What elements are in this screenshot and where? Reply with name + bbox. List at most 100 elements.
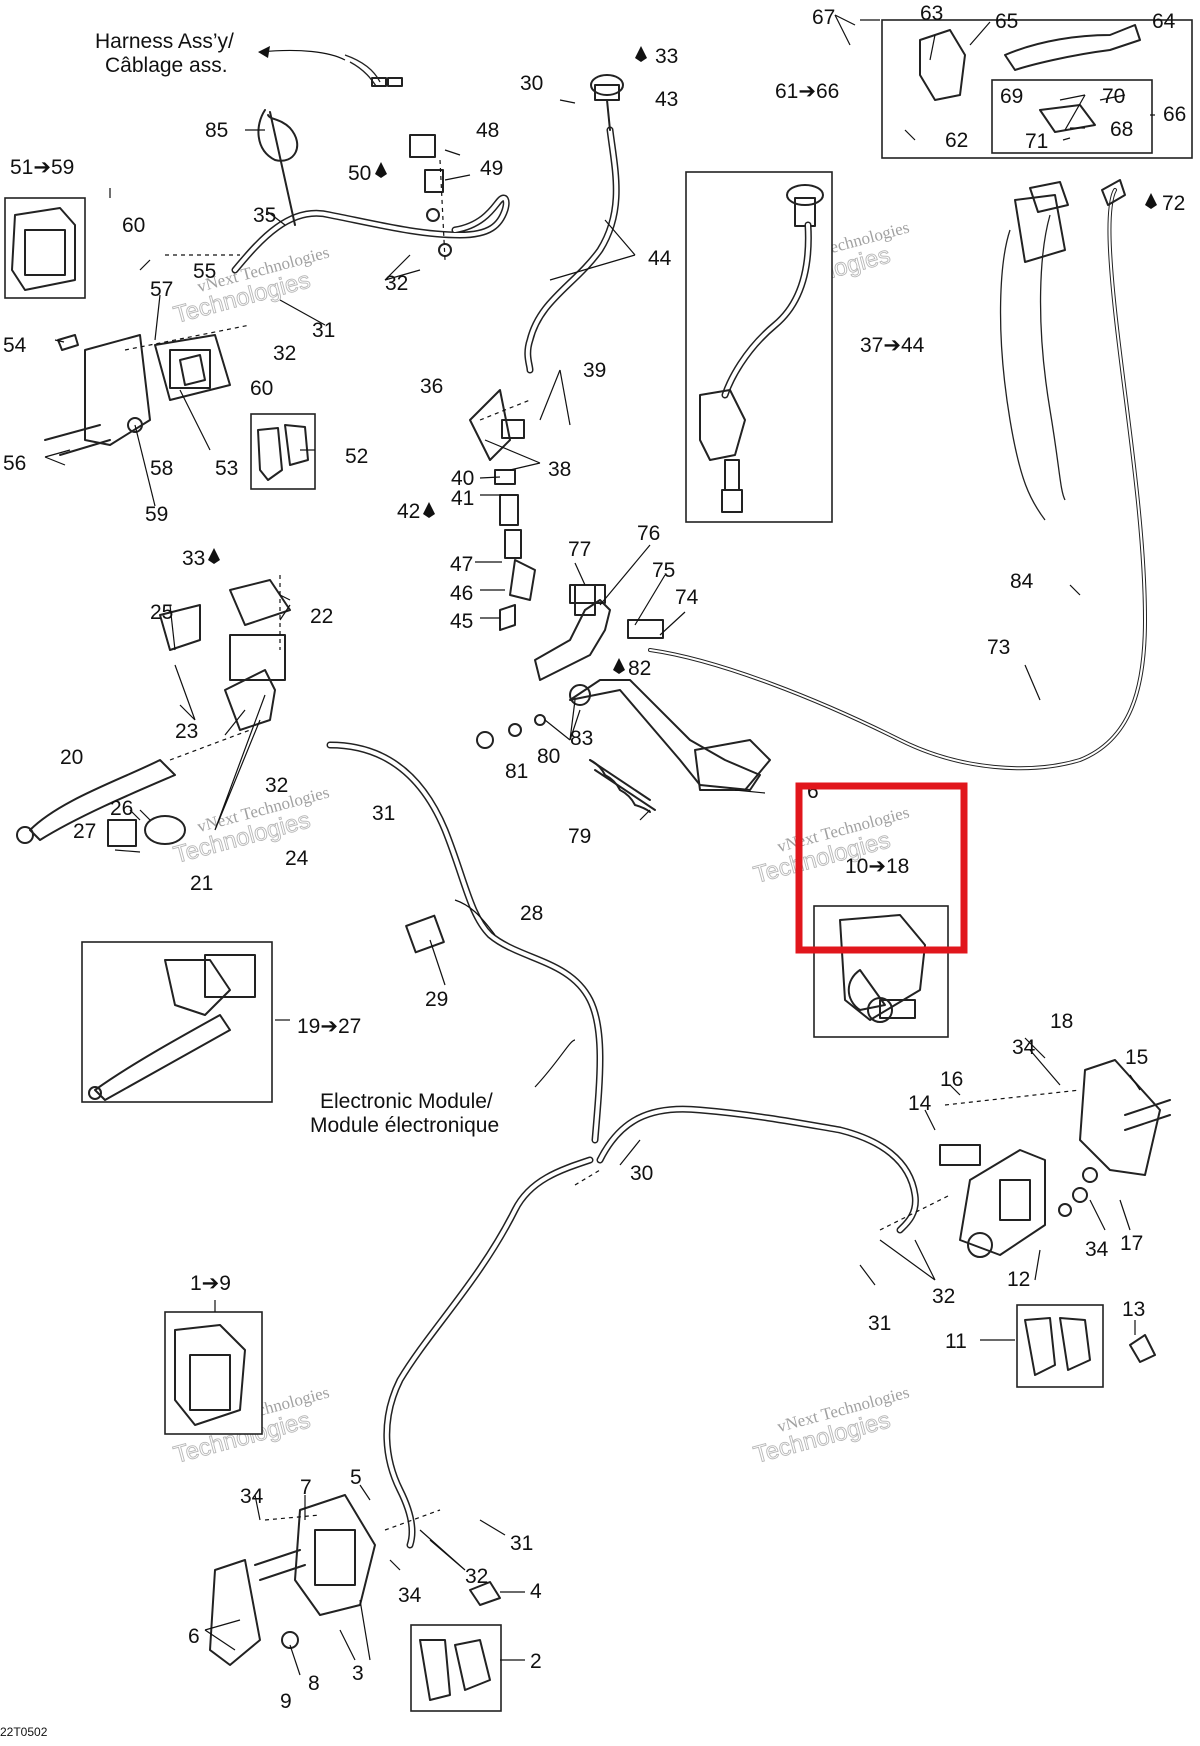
label-35: 35: [253, 204, 276, 227]
label-39: 39: [583, 359, 606, 382]
label-80: 80: [537, 745, 560, 768]
label-23: 23: [175, 720, 198, 743]
label-58: 58: [150, 457, 173, 480]
label-57: 57: [150, 278, 173, 301]
label-15: 15: [1125, 1046, 1148, 1069]
label-72: 72: [1162, 192, 1185, 215]
label-14: 14: [908, 1092, 932, 1115]
label-31-right: 31: [868, 1312, 891, 1335]
label-33-top: 33: [655, 45, 678, 68]
components: [4, 19, 1193, 1712]
label-22: 22: [310, 605, 333, 628]
label-25: 25: [150, 601, 173, 624]
label-75: 75: [652, 559, 675, 582]
label-30-lower: 30: [630, 1162, 653, 1185]
label-52: 52: [345, 445, 368, 468]
label-79: 79: [568, 825, 591, 848]
label-29: 29: [425, 988, 448, 1011]
label-20: 20: [60, 746, 83, 769]
label-56: 56: [3, 452, 26, 475]
label-30-top: 30: [520, 72, 543, 95]
label-40: 40: [451, 467, 474, 490]
label-10-18: 10➔18: [845, 855, 909, 878]
label-59: 59: [145, 503, 168, 526]
part-labels: 1➔9 2 3 4 5 6 7 8 9 10➔18 11 12 13 14 15…: [3, 2, 1186, 1713]
label-70: 70: [1102, 85, 1125, 108]
label-32-d: 32: [932, 1285, 955, 1308]
label-66: 66: [1163, 103, 1186, 126]
label-85: 85: [205, 119, 228, 142]
label-78: 6: [807, 780, 819, 803]
label-53: 53: [215, 457, 238, 480]
label-62: 62: [945, 129, 968, 152]
label-60-b: 60: [250, 377, 273, 400]
label-43: 43: [655, 88, 678, 111]
label-50: 50: [348, 162, 371, 185]
label-51-59: 51➔59: [10, 156, 74, 179]
label-32-b: 32: [273, 342, 296, 365]
label-18: 18: [1050, 1010, 1073, 1033]
label-33-mid: 33: [182, 547, 205, 570]
label-42: 42: [397, 500, 420, 523]
label-82: 82: [628, 657, 651, 680]
label-65: 65: [995, 10, 1018, 33]
label-3: 3: [352, 1662, 364, 1685]
label-69: 69: [1000, 85, 1023, 108]
label-2: 2: [530, 1650, 542, 1673]
assembly-lines: [124, 159, 1081, 1531]
diagram-code: 22T0502: [0, 1725, 48, 1739]
label-74: 74: [675, 586, 699, 609]
label-13: 13: [1122, 1298, 1145, 1321]
brake-hoses: [231, 54, 1147, 1549]
label-32-e: 32: [465, 1565, 488, 1588]
label-38: 38: [548, 458, 571, 481]
label-54: 54: [3, 334, 27, 357]
label-49: 49: [480, 157, 503, 180]
label-73: 73: [987, 636, 1010, 659]
label-32-a: 32: [385, 272, 408, 295]
label-34-a: 34: [1012, 1036, 1036, 1059]
label-1-9: 1➔9: [190, 1272, 231, 1295]
caliper-inset-1-9: [164, 1311, 263, 1435]
electronic-module-callout-line2: Module électronique: [310, 1114, 499, 1137]
label-28: 28: [520, 902, 543, 925]
label-34-c: 34: [240, 1485, 264, 1508]
callout-texts: Harness Ass’y/ Câblage ass. Electronic M…: [0, 30, 499, 1739]
label-16: 16: [940, 1068, 963, 1091]
label-17: 17: [1120, 1232, 1143, 1255]
label-24: 24: [285, 847, 309, 870]
label-6: 6: [188, 1625, 200, 1648]
master-cylinder-inset-19-27: [81, 941, 273, 1103]
label-27: 27: [73, 820, 96, 843]
label-48: 48: [476, 119, 499, 142]
label-31-lower: 31: [510, 1532, 533, 1555]
label-77: 77: [568, 538, 591, 561]
label-7: 7: [300, 1476, 312, 1499]
label-9: 9: [280, 1690, 292, 1713]
label-83: 83: [570, 727, 593, 750]
label-46: 46: [450, 582, 473, 605]
label-47: 47: [450, 553, 473, 576]
label-41: 41: [451, 487, 474, 510]
label-19-27: 19➔27: [297, 1015, 361, 1038]
label-21: 21: [190, 872, 213, 895]
label-55: 55: [193, 260, 216, 283]
label-84: 84: [1010, 570, 1034, 593]
label-26: 26: [110, 797, 133, 820]
highlight-box: [795, 782, 968, 954]
label-34-b: 34: [1085, 1238, 1109, 1261]
label-8: 8: [308, 1672, 320, 1695]
harness-callout-line1: Harness Ass’y/: [95, 30, 234, 53]
label-31-mid: 31: [372, 802, 395, 825]
label-71: 71: [1025, 130, 1048, 153]
label-31-top: 31: [312, 319, 335, 342]
label-12: 12: [1007, 1268, 1030, 1291]
label-60-a: 60: [122, 214, 145, 237]
label-81: 81: [505, 760, 528, 783]
label-5: 5: [350, 1466, 362, 1489]
label-63: 63: [920, 2, 943, 25]
